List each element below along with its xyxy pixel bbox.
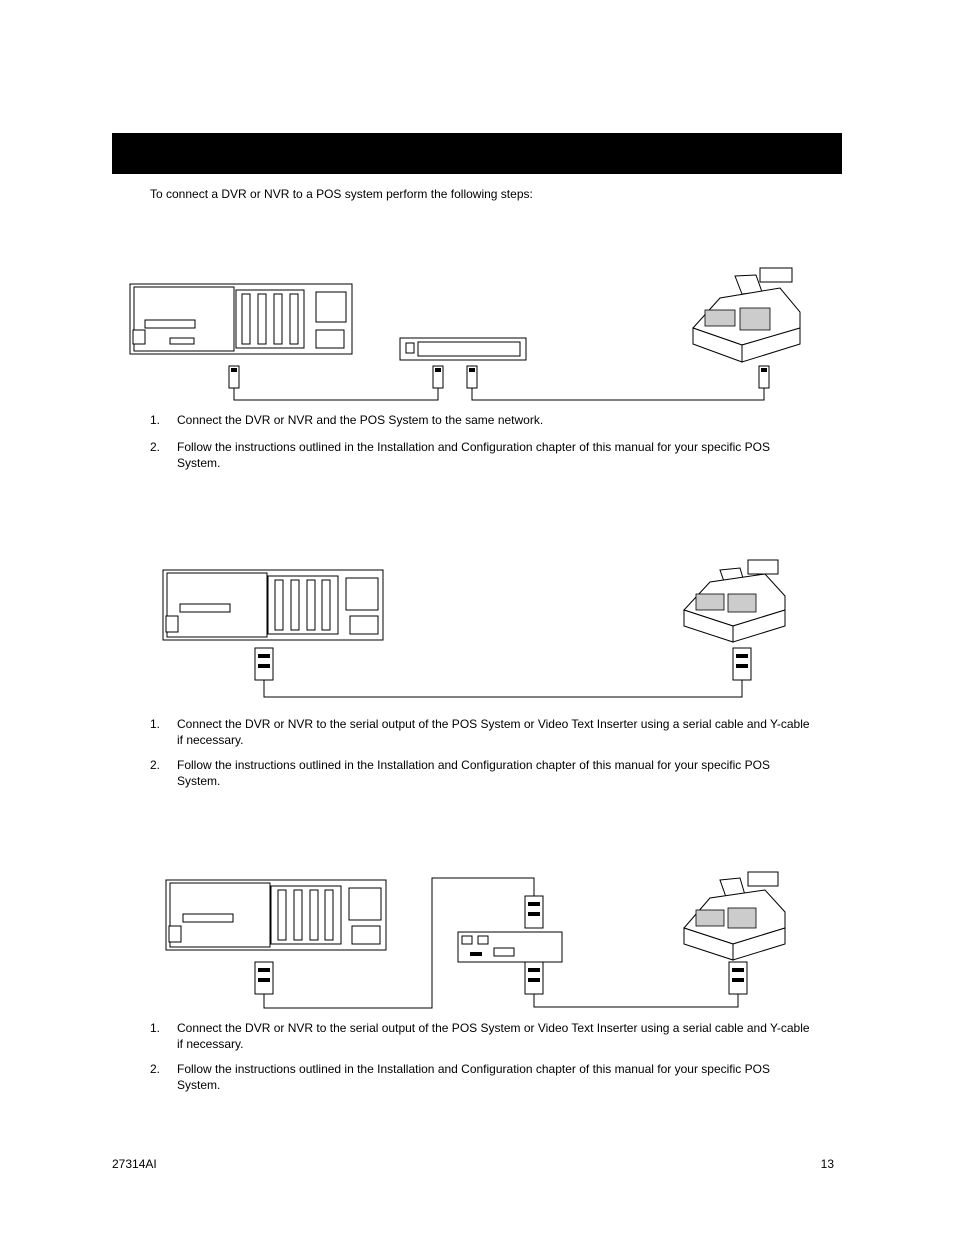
- serial-diagram: [162, 559, 786, 698]
- step-text: Connect the DVR or NVR and the POS Syste…: [177, 413, 544, 427]
- step-item: 1. Connect the DVR or NVR to the serial o…: [150, 716, 810, 748]
- serial-connector-dvr: [254, 647, 274, 681]
- rj45-connector-switch-b: [466, 365, 478, 389]
- step-text: Follow the instructions outlined in the …: [177, 440, 770, 470]
- step-item: 1. Connect the DVR or NVR and the POS Sys…: [150, 412, 810, 428]
- rj45-connector-dvr: [228, 365, 240, 389]
- dvr-unit-illustration: [129, 283, 353, 355]
- step-number: 1.: [150, 1021, 161, 1035]
- cash-register-illustration: [683, 871, 786, 961]
- page-number: 13: [820, 1157, 834, 1171]
- intro-text: To connect a DVR or NVR to a POS system …: [150, 187, 533, 201]
- step-text: Follow the instructions outlined in the …: [177, 1062, 770, 1092]
- step-number: 2.: [150, 440, 161, 454]
- serial-cable: [263, 680, 743, 698]
- rj45-connector-pos: [758, 365, 770, 389]
- serial-connector-dvr: [254, 961, 274, 995]
- cash-register-illustration: [692, 267, 801, 363]
- inserter-diagram: [165, 871, 786, 1009]
- step-item: 2. Follow the instructions outlined in th…: [150, 757, 810, 789]
- cash-register-illustration: [683, 559, 786, 643]
- serial-connector-pos: [732, 647, 752, 681]
- dvr-unit-illustration: [165, 879, 387, 951]
- rj45-connector-switch-a: [432, 365, 444, 389]
- dvr-unit-illustration: [162, 569, 384, 641]
- step-item: 1. Connect the DVR or NVR to the serial o…: [150, 1020, 810, 1052]
- step-number: 1.: [150, 717, 161, 731]
- serial-connector-inserter-top: [524, 895, 544, 929]
- document-number: 27314AI: [112, 1157, 157, 1171]
- network-diagram: [129, 267, 801, 401]
- network-switch-illustration: [399, 337, 527, 361]
- step-number: 1.: [150, 413, 161, 427]
- step-text: Connect the DVR or NVR to the serial out…: [177, 717, 810, 747]
- step-item: 2. Follow the instructions outlined in th…: [150, 439, 810, 471]
- network-cable-b: [471, 388, 765, 401]
- step-number: 2.: [150, 758, 161, 772]
- serial-cable-dvr-to-inserter: [263, 877, 535, 1009]
- serial-cable-inserter-to-pos: [533, 994, 739, 1008]
- section-header-bar: [112, 133, 842, 174]
- serial-connector-pos: [728, 961, 748, 995]
- serial-connector-inserter-bottom: [524, 961, 544, 995]
- step-text: Connect the DVR or NVR to the serial out…: [177, 1021, 810, 1051]
- network-cable-a: [233, 388, 439, 401]
- step-number: 2.: [150, 1062, 161, 1076]
- video-text-inserter-illustration: [457, 931, 563, 963]
- step-text: Follow the instructions outlined in the …: [177, 758, 770, 788]
- step-item: 2. Follow the instructions outlined in th…: [150, 1061, 810, 1093]
